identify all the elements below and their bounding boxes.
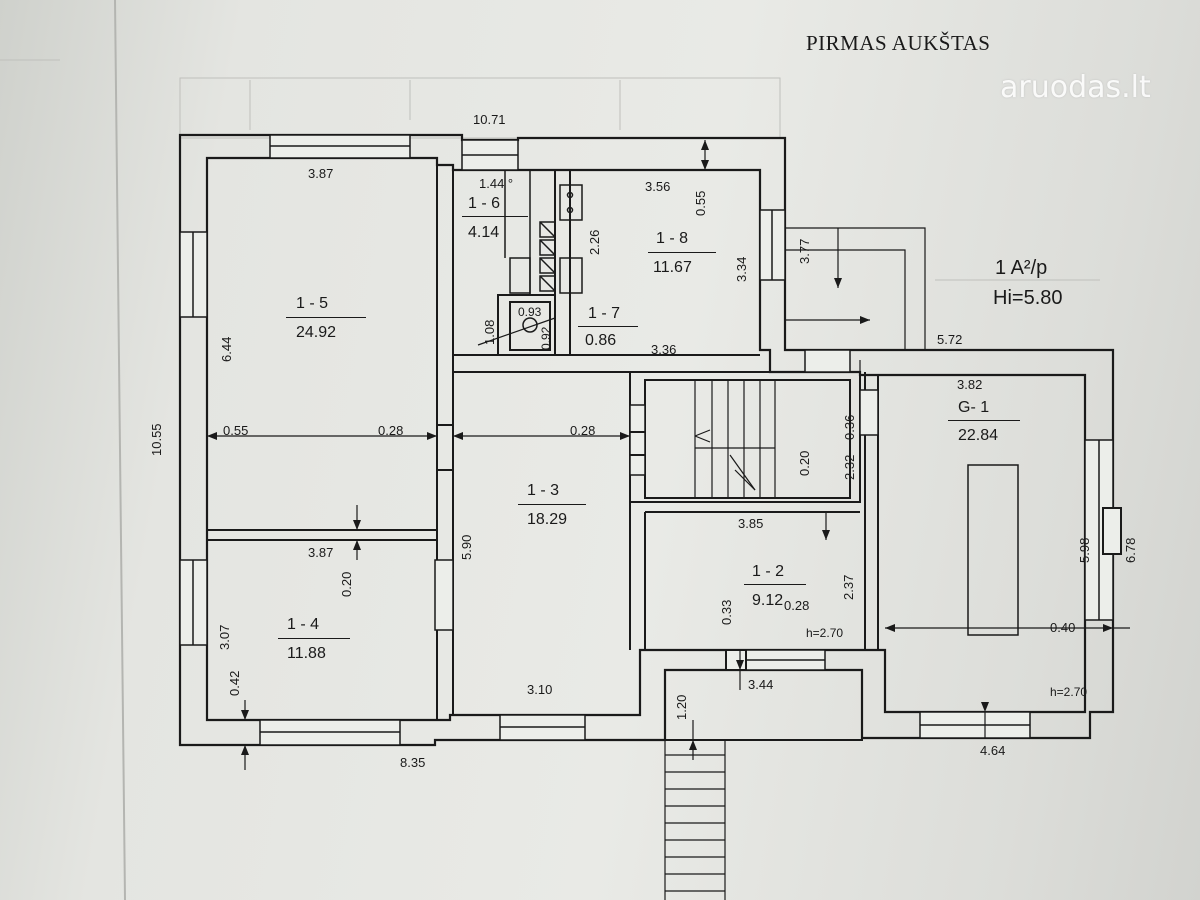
dim-3-56: 3.56 (645, 179, 671, 194)
dim-10-55: 10.55 (149, 423, 164, 456)
room-1-4-area: 11.88 (287, 645, 326, 662)
room-G-1-divider (948, 420, 1020, 421)
dim-3-87-top: 3.87 (308, 166, 334, 181)
watermark-logo: aruodas.lt (1000, 70, 1151, 105)
dim-1-20: 1.20 (674, 694, 689, 720)
room-1-7-divider (578, 326, 638, 327)
room-1-6-divider (462, 216, 528, 217)
room-1-6-label: 1 - 6 (468, 195, 501, 212)
dim-10-71: 10.71 (473, 112, 506, 127)
wall-pier (1102, 507, 1122, 555)
room-1-8-divider (648, 252, 716, 253)
room-1-6-area: 4.14 (468, 224, 500, 241)
dim-3-44: 3.44 (748, 677, 774, 692)
dim-3-82: 3.82 (957, 377, 983, 392)
dim-3-07: 3.07 (217, 624, 232, 650)
dim-0-20-stair: 0.20 (797, 450, 812, 476)
room-1-2-label: 1 - 2 (752, 563, 785, 580)
room-G-1-label: G- 1 (958, 399, 990, 416)
room-G-1-area: 22.84 (958, 427, 999, 444)
faint-background-lines (0, 59, 1100, 281)
dim-1-08: 1.08 (482, 319, 497, 345)
dim-3-10: 3.10 (527, 682, 553, 697)
chimney-block (504, 169, 583, 333)
dim-4-64: 4.64 (980, 743, 1006, 758)
dim-6-44: 6.44 (219, 336, 234, 362)
legend-line-2: Hi=5.80 (993, 287, 1063, 309)
room-1-5-label: 1 - 5 (296, 295, 329, 312)
room-1-2-divider (744, 584, 806, 585)
dim-0-42: 0.42 (227, 670, 242, 696)
room-1-8-area: 11.67 (653, 259, 692, 276)
room-1-7-label: 1 - 7 (588, 305, 621, 322)
dim-0-40: 0.40 (1050, 620, 1076, 635)
dim-0-28-b: 0.28 (570, 423, 596, 438)
windows (179, 134, 1114, 746)
room-1-3-area: 18.29 (527, 511, 568, 528)
room-1-8-label: 1 - 8 (656, 230, 689, 247)
room-1-4-label: 1 - 4 (287, 616, 320, 633)
dim-0-33: 0.33 (719, 599, 734, 625)
dim-5-98: 5.98 (1077, 537, 1092, 563)
dim-3-34: 3.34 (734, 256, 749, 282)
dimension-arrows (207, 140, 1113, 755)
dim-2-37: 2.37 (841, 574, 856, 600)
room-1-2-area: 9.12 (752, 592, 784, 609)
dim-0-36: 0.36 (842, 414, 857, 440)
dim-3-85: 3.85 (738, 516, 764, 531)
dim-2-32: 2.32 (842, 454, 857, 480)
room-1-3-label: 1 - 3 (527, 482, 560, 499)
dim-0-28-c: 0.28 (784, 598, 810, 613)
room-1-7-area: 0.86 (585, 332, 617, 349)
dim-6-78: 6.78 (1123, 537, 1138, 563)
door-marks (437, 424, 645, 471)
paper-fold-line (114, 0, 126, 900)
dim-5-72: 5.72 (937, 332, 963, 347)
dim-h270-b: h=2.70 (1050, 685, 1088, 699)
dim-0-28-a: 0.28 (378, 423, 404, 438)
room-1-5-divider (286, 317, 366, 318)
legend-line-1: 1 A²/p (995, 257, 1048, 279)
dim-8-35: 8.35 (400, 755, 426, 770)
entrance-stairs (664, 720, 726, 900)
dim-5-90: 5.90 (459, 534, 474, 560)
plan-title: PIRMAS AUKŠTAS (806, 31, 991, 55)
dim-3-87-mid: 3.87 (308, 545, 334, 560)
dim-h270-a: h=2.70 (806, 626, 844, 640)
room-1-4-divider (278, 638, 350, 639)
dim-0-55-top: 0.55 (693, 190, 708, 216)
dim-1-44: 1.44 ° (479, 176, 514, 191)
dim-3-77: 3.77 (797, 238, 812, 264)
dim-3-36: 3.36 (651, 342, 677, 357)
dim-0-55-left: 0.55 (223, 423, 249, 438)
dim-0-93: 0.93 (518, 305, 542, 319)
dim-0-20-mid: 0.20 (339, 571, 354, 597)
dim-2-26: 2.26 (587, 229, 602, 255)
interior-stairs (694, 380, 776, 498)
room-1-3-divider (518, 504, 586, 505)
garage-pit (967, 464, 1019, 636)
dim-0-92: 0.92 (539, 326, 553, 350)
room-1-5-area: 24.92 (296, 324, 337, 341)
